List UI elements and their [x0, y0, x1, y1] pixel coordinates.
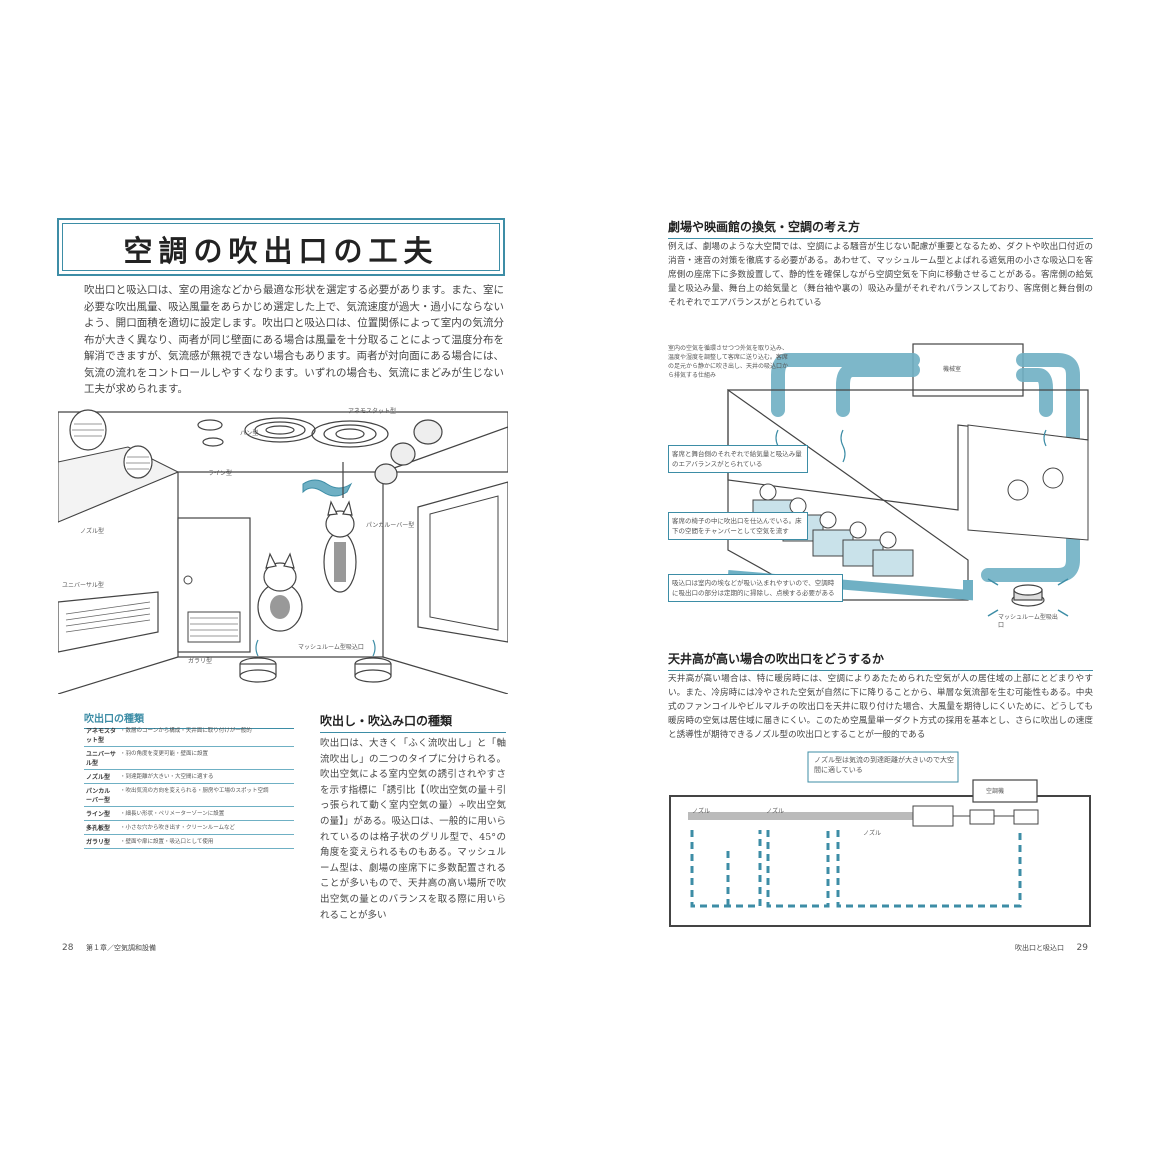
left-footer: 28 第１章／空気調和設備 [62, 943, 156, 953]
duct-nozzle-c-label: ノズル [863, 830, 882, 837]
callout-anemostat: アネモスタット型 [348, 408, 397, 415]
intro-paragraph: 吹出口と吸込口は、室の用途などから最適な形状を選定する必要があります。また、室に… [84, 284, 504, 395]
duct-nozzle-b-label: ノズル [766, 808, 785, 815]
left-page-number: 28 [62, 943, 74, 953]
type-description: ・吹出気流の方向を変えられる・厨房や工場のスポット空調 [118, 783, 294, 807]
high-ceiling-paragraph: 天井高が高い場合は、特に暖房時には、空調によりあたためられた空気が人の居住域の上… [668, 674, 1093, 740]
dust-note-label: 吸込口は室内の埃などが吸い込まれやすいので、空調時に吸出口の部分は定期的に掃除し… [668, 574, 843, 602]
types-row: 多孔板型・小さな穴から吹き出す・クリーンルームなど [84, 820, 294, 835]
theater-diagram: 機械室 室内の空気を循環させつつ外気を取り込み、温度や湿度を調整して客席に送り込… [668, 330, 1093, 630]
balance-label: 客席と舞台側のそれぞれで給気量と吸込み量のエアバランスがとられている [668, 445, 808, 473]
column-paragraph: 吹出口は、大きく「ふく流吹出し」と「軸流吹出し」の二つのタイプに分けられる。吹出… [320, 738, 506, 921]
types-row: パンカルーバー型・吹出気流の方向を変えられる・厨房や工場のスポット空調 [84, 783, 294, 807]
mushroom-outlet-label: マッシュルーム型吸出口 [998, 614, 1058, 629]
type-description: ・小さな穴から吹き出す・クリーンルームなど [118, 820, 294, 835]
callout-pan: パン型 [240, 430, 259, 437]
type-name: ライン型 [84, 806, 118, 821]
chair-outlet-label: 客席の椅子の中に吹出口を仕込んでいる。床下の空間をチャンバーとして空気を流す [668, 512, 808, 540]
left-page: 空調の吹出口の工夫 吹出口と吸込口は、室の用途などから最適な形状を選定する必要が… [57, 218, 508, 953]
types-row: ノズル型・到達距離が大きい・大空間に適する [84, 769, 294, 784]
type-name: 多孔板型 [84, 820, 118, 835]
type-description: ・細長い形状・ペリメーターゾーンに設置 [118, 806, 294, 821]
duct-note: ノズル型は気流の到達距離が大きいので大空間に適している [814, 756, 954, 774]
callout-line: ライン型 [208, 470, 233, 477]
type-name: アネモスタット型 [84, 724, 118, 747]
callout-grille: ガラリ型 [188, 658, 213, 665]
types-row: アネモスタット型・数層のコーンから構成・天井面に取り付けが一般的 [84, 724, 294, 747]
nozzle-duct-diagram: ノズル型は気流の到達距離が大きいので大空間に適している 空調機 ノズル ノズル … [668, 750, 1093, 930]
high-ceiling-section-title: 天井高が高い場合の吹出口をどうするか [668, 650, 1093, 671]
machine-room-label: 機械室 [943, 366, 962, 373]
callout-universal: ユニバーサル型 [62, 582, 104, 589]
types-row: ライン型・細長い形状・ペリメーターゾーンに設置 [84, 806, 294, 821]
diagram-note: 室内の空気を循環させつつ外気を取り込み、温度や湿度を調整して客席に送り込む。客席… [668, 345, 789, 379]
column-section-title: 吹出し・吹込み口の種類 [320, 712, 506, 733]
duct-machine-label: 空調機 [986, 788, 1005, 795]
right-page-number: 29 [1076, 943, 1088, 953]
theater-paragraph: 例えば、劇場のような大空間では、空調による騒音が生じない配慮が重要となるため、ダ… [668, 242, 1093, 308]
theater-section-title: 劇場や映画館の換気・空調の考え方 [668, 218, 1093, 239]
type-description: ・壁面や扉に設置・吸込口として使用 [118, 834, 294, 849]
duct-nozzle-a-label: ノズル [692, 808, 711, 815]
type-description: ・到達距離が大きい・大空間に適する [118, 769, 294, 784]
right-footer: 吹出口と吸込口 29 [1015, 943, 1088, 953]
callout-nozzle: ノズル型 [80, 528, 105, 535]
page-title-box: 空調の吹出口の工夫 [57, 218, 505, 276]
types-row: ガラリ型・壁面や扉に設置・吸込口として使用 [84, 834, 294, 849]
type-name: パンカルーバー型 [84, 783, 118, 807]
callout-mushroom: マッシュルーム型吸込口 [298, 644, 364, 651]
callout-punka: パンカルーバー型 [366, 522, 415, 529]
type-description: ・羽の角度を変更可能・壁面に設置 [118, 746, 294, 770]
types-table: アネモスタット型・数層のコーンから構成・天井面に取り付けが一般的ユニバーサル型・… [84, 724, 294, 849]
type-description: ・数層のコーンから構成・天井面に取り付けが一般的 [118, 724, 294, 747]
types-row: ユニバーサル型・羽の角度を変更可能・壁面に設置 [84, 746, 294, 770]
room-illustration: アネモスタット型 パン型 ライン型 ノズル型 パンカルーバー型 ユニバーサル型 … [58, 402, 508, 694]
type-name: ユニバーサル型 [84, 746, 118, 770]
left-chapter-label: 第１章／空気調和設備 [86, 944, 156, 952]
right-page: 劇場や映画館の換気・空調の考え方 例えば、劇場のような大空間では、空調による騒音… [575, 0, 1150, 1150]
page-title: 空調の吹出口の工夫 [123, 234, 439, 268]
type-name: ガラリ型 [84, 834, 118, 849]
type-name: ノズル型 [84, 769, 118, 784]
right-chapter-label: 吹出口と吸込口 [1015, 944, 1064, 952]
